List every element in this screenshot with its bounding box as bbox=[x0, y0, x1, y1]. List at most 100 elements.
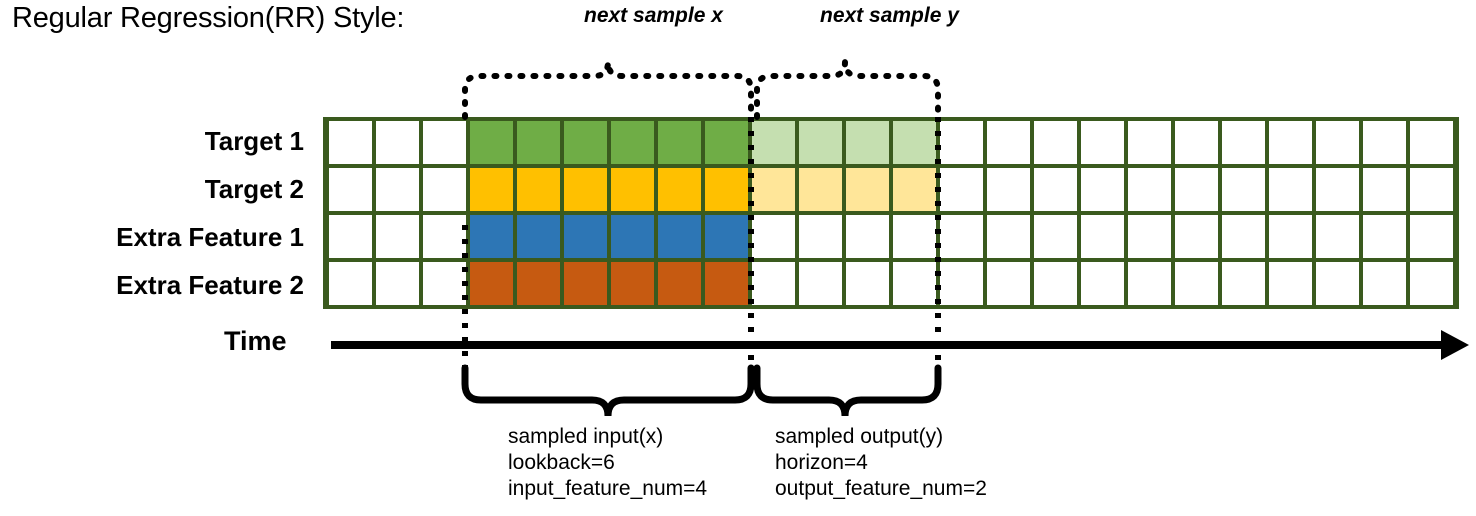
page-title: Regular Regression(RR) Style: bbox=[12, 2, 405, 34]
grid-cell bbox=[329, 215, 372, 258]
grid-cell bbox=[1222, 121, 1265, 164]
grid-cell bbox=[1128, 121, 1171, 164]
grid-cell bbox=[470, 262, 513, 305]
sampled-output-line-2: horizon=4 bbox=[775, 451, 868, 474]
grid-cell bbox=[376, 168, 419, 211]
grid-cell bbox=[705, 215, 748, 258]
grid-cell bbox=[1034, 168, 1077, 211]
grid-cell bbox=[1034, 121, 1077, 164]
grid-cell bbox=[470, 215, 513, 258]
timeseries-grid bbox=[323, 117, 1459, 309]
grid-cell bbox=[1128, 215, 1171, 258]
top-annotation-next-sample-y: next sample y bbox=[820, 4, 959, 27]
grid-cell bbox=[1222, 262, 1265, 305]
sampled-input-line-3: input_feature_num=4 bbox=[508, 477, 708, 500]
grid-cell bbox=[940, 121, 983, 164]
sampled-output-annotation: sampled output(y) horizon=4 output_featu… bbox=[775, 424, 987, 502]
grid-row bbox=[327, 262, 1455, 305]
grid-cell bbox=[564, 168, 607, 211]
sampled-output-line-3: output_feature_num=2 bbox=[775, 477, 987, 500]
grid-cell bbox=[1269, 262, 1312, 305]
grid-cell bbox=[470, 121, 513, 164]
grid-cell bbox=[564, 121, 607, 164]
sampled-input-annotation: sampled input(x) lookback=6 input_featur… bbox=[508, 424, 707, 502]
grid-cell bbox=[564, 262, 607, 305]
grid-cell bbox=[799, 215, 842, 258]
sampled-output-line-1: sampled output(y) bbox=[775, 425, 944, 448]
grid-cell bbox=[893, 215, 936, 258]
grid-cell bbox=[1363, 262, 1406, 305]
grid-cell bbox=[1316, 262, 1359, 305]
grid-cell bbox=[940, 168, 983, 211]
brace-sampled-output bbox=[753, 364, 942, 417]
grid-cell bbox=[1316, 121, 1359, 164]
grid-cell bbox=[1269, 121, 1312, 164]
grid-cell bbox=[517, 121, 560, 164]
grid-cell bbox=[1410, 262, 1453, 305]
grid-cell bbox=[376, 121, 419, 164]
grid-cell bbox=[1175, 262, 1218, 305]
grid-cell bbox=[423, 121, 466, 164]
grid-row bbox=[327, 215, 1455, 258]
grid-cell bbox=[1410, 168, 1453, 211]
grid-cell bbox=[1269, 215, 1312, 258]
grid-cell bbox=[1034, 215, 1077, 258]
grid-cell bbox=[376, 215, 419, 258]
grid-cell bbox=[1222, 168, 1265, 211]
grid-cell bbox=[987, 215, 1030, 258]
sampled-input-line-2: lookback=6 bbox=[508, 451, 615, 474]
grid-cell bbox=[658, 121, 701, 164]
grid-cell bbox=[329, 121, 372, 164]
grid-cell bbox=[1363, 215, 1406, 258]
grid-cell bbox=[1175, 121, 1218, 164]
grid-cell bbox=[1410, 215, 1453, 258]
grid-cell bbox=[1128, 262, 1171, 305]
grid-cell bbox=[423, 168, 466, 211]
grid-cell bbox=[1269, 168, 1312, 211]
grid-cell bbox=[799, 168, 842, 211]
grid-cell bbox=[564, 215, 607, 258]
row-label-column: Target 1 Target 2 Extra Feature 1 Extra … bbox=[0, 117, 314, 309]
brace-next-sample-y bbox=[754, 61, 941, 120]
grid-cell bbox=[611, 168, 654, 211]
grid-cell bbox=[329, 168, 372, 211]
top-annotation-next-sample-x: next sample x bbox=[584, 4, 723, 27]
grid-cell bbox=[987, 168, 1030, 211]
grid-cell bbox=[376, 262, 419, 305]
grid-cell bbox=[517, 215, 560, 258]
grid-cell bbox=[1081, 168, 1124, 211]
grid-cell bbox=[1128, 168, 1171, 211]
grid-row bbox=[327, 168, 1455, 211]
grid-cell bbox=[329, 262, 372, 305]
grid-cell bbox=[611, 121, 654, 164]
row-label-extra-feature-2: Extra Feature 2 bbox=[116, 269, 304, 300]
grid-cell bbox=[1081, 121, 1124, 164]
grid-cell bbox=[658, 168, 701, 211]
grid-cell bbox=[752, 168, 795, 211]
brace-sampled-input bbox=[461, 364, 755, 417]
grid-cell bbox=[1175, 168, 1218, 211]
grid-cell bbox=[987, 262, 1030, 305]
grid-cell bbox=[799, 121, 842, 164]
grid-cell bbox=[705, 121, 748, 164]
grid-cell bbox=[1034, 262, 1077, 305]
grid-cell bbox=[1222, 215, 1265, 258]
grid-cell bbox=[1363, 121, 1406, 164]
grid-cell bbox=[846, 262, 889, 305]
time-axis-label: Time bbox=[224, 326, 287, 356]
grid-cell bbox=[470, 168, 513, 211]
grid-cell bbox=[705, 168, 748, 211]
grid-cell bbox=[517, 262, 560, 305]
grid-cell bbox=[705, 262, 748, 305]
grid-cell bbox=[846, 168, 889, 211]
grid-cell bbox=[752, 215, 795, 258]
grid-cell bbox=[1081, 215, 1124, 258]
grid-cell bbox=[752, 262, 795, 305]
sampled-input-line-1: sampled input(x) bbox=[508, 425, 664, 448]
row-label-target-2: Target 2 bbox=[204, 173, 304, 204]
grid-cell bbox=[846, 121, 889, 164]
grid-cell bbox=[799, 262, 842, 305]
grid-cell bbox=[893, 262, 936, 305]
grid-cell bbox=[987, 121, 1030, 164]
